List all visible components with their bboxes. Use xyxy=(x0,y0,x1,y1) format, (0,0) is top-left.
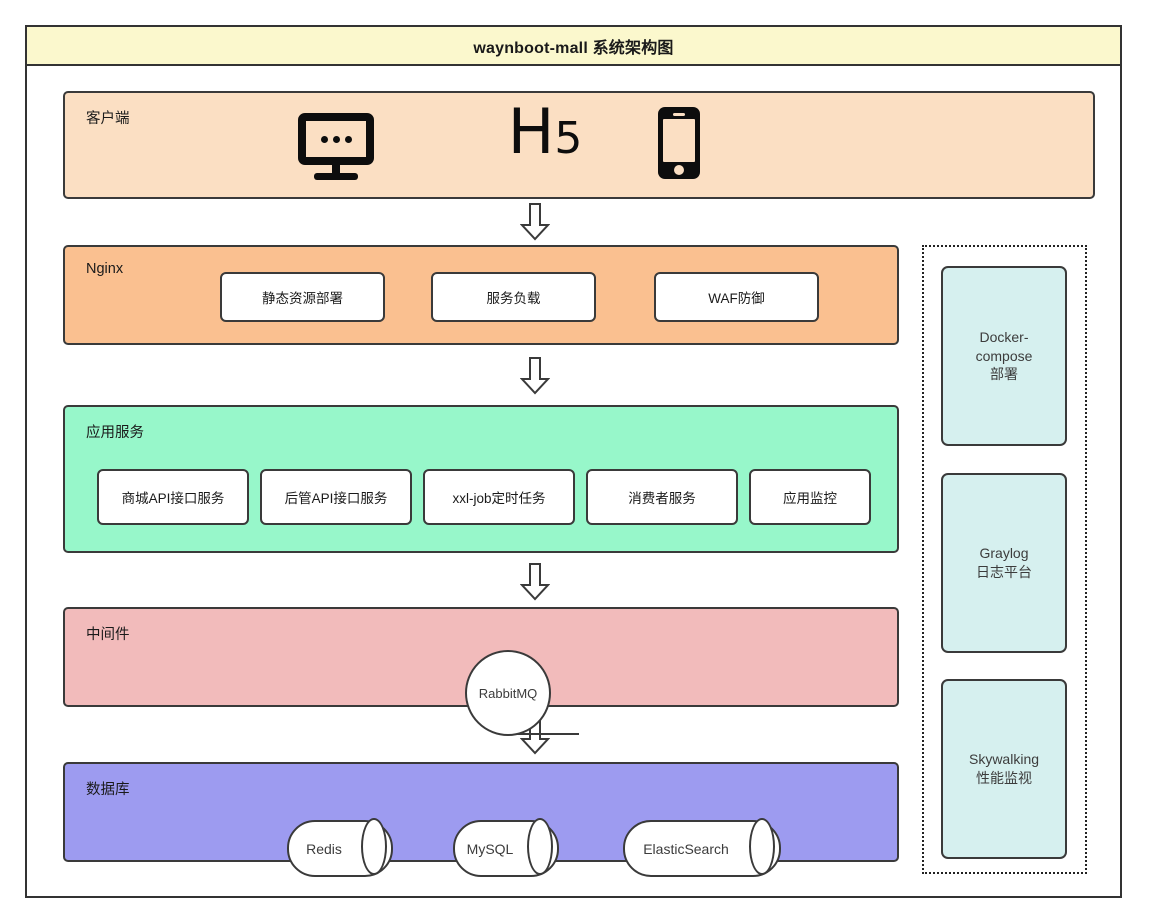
diagram-title-bar: waynboot-mall 系统架构图 xyxy=(27,27,1120,66)
phone-speaker xyxy=(673,113,685,116)
database-node-mysql[interactable]: MySQL xyxy=(453,818,559,877)
database-node-redis-label: Redis xyxy=(306,840,342,857)
layer-application-services: 应用服务 商城API接口服务 后管API接口服务 xxl-job定时任务 消费者… xyxy=(63,405,899,553)
ops-node-graylog[interactable]: Graylog 日志平台 xyxy=(941,473,1067,653)
phone-home-button xyxy=(674,165,684,175)
nginx-node-row: 静态资源部署 服务负载 WAF防御 xyxy=(65,247,897,343)
arrow-client-to-nginx xyxy=(520,203,550,241)
ops-node-docker-compose[interactable]: Docker- compose 部署 xyxy=(941,266,1067,446)
layer-client: 客户端 H5 xyxy=(63,91,1095,199)
nginx-node-static-resources[interactable]: 静态资源部署 xyxy=(220,272,385,322)
layer-middleware-label: 中间件 xyxy=(86,627,130,643)
layer-middleware: 中间件 RabbitMQ xyxy=(63,607,899,736)
arrow-app-to-middleware xyxy=(520,563,550,601)
rabbitmq-underline xyxy=(505,733,579,735)
database-node-elasticsearch[interactable]: ElasticSearch xyxy=(623,818,781,877)
h5-letter: H xyxy=(507,95,555,168)
monitor-dots xyxy=(298,113,374,165)
app-node-mall-api[interactable]: 商城API接口服务 xyxy=(97,469,249,525)
ops-node-skywalking[interactable]: Skywalking 性能监视 xyxy=(941,679,1067,859)
arrow-nginx-to-app xyxy=(520,357,550,395)
app-node-admin-api[interactable]: 后管API接口服务 xyxy=(260,469,412,525)
layer-nginx: Nginx 静态资源部署 服务负载 WAF防御 xyxy=(63,245,899,345)
cylinder-cap xyxy=(361,818,387,875)
h5-digit: 5 xyxy=(554,113,583,164)
layer-database-label: 数据库 xyxy=(86,782,130,798)
application-node-row: 商城API接口服务 后管API接口服务 xxl-job定时任务 消费者服务 应用… xyxy=(65,407,897,551)
mobile-phone-icon xyxy=(658,107,700,179)
layer-application-services-label: 应用服务 xyxy=(86,425,144,441)
layer-database: 数据库 Redis MySQL ElasticSearch xyxy=(63,762,899,877)
ops-infrastructure-container: Docker- compose 部署 Graylog 日志平台 Skywalki… xyxy=(922,245,1087,874)
architecture-diagram-frame: waynboot-mall 系统架构图 客户端 H5 Nginx xyxy=(25,25,1122,898)
monitor-stand-base xyxy=(314,173,358,180)
database-node-mysql-label: MySQL xyxy=(466,840,514,857)
desktop-monitor-icon xyxy=(298,113,374,181)
phone-screen xyxy=(663,119,695,162)
h5-label: H5 xyxy=(480,101,610,163)
monitor-screen-outline xyxy=(298,113,374,165)
database-node-redis[interactable]: Redis xyxy=(287,818,393,877)
database-node-elasticsearch-label: ElasticSearch xyxy=(643,840,729,857)
page-title: waynboot-mall 系统架构图 xyxy=(473,39,674,57)
app-node-consumer-service[interactable]: 消费者服务 xyxy=(586,469,738,525)
client-icon-group: H5 xyxy=(65,93,1093,197)
monitor-stand-neck xyxy=(332,165,340,174)
nginx-node-waf[interactable]: WAF防御 xyxy=(654,272,819,322)
layer-nginx-label: Nginx xyxy=(86,261,124,277)
cylinder-cap xyxy=(749,818,775,875)
middleware-node-rabbitmq[interactable]: RabbitMQ xyxy=(465,650,551,736)
layer-client-label: 客户端 xyxy=(86,111,130,127)
app-node-app-monitoring[interactable]: 应用监控 xyxy=(749,469,871,525)
app-node-xxl-job[interactable]: xxl-job定时任务 xyxy=(423,469,575,525)
cylinder-cap xyxy=(527,818,553,875)
nginx-node-load-balancing[interactable]: 服务负载 xyxy=(431,272,596,322)
